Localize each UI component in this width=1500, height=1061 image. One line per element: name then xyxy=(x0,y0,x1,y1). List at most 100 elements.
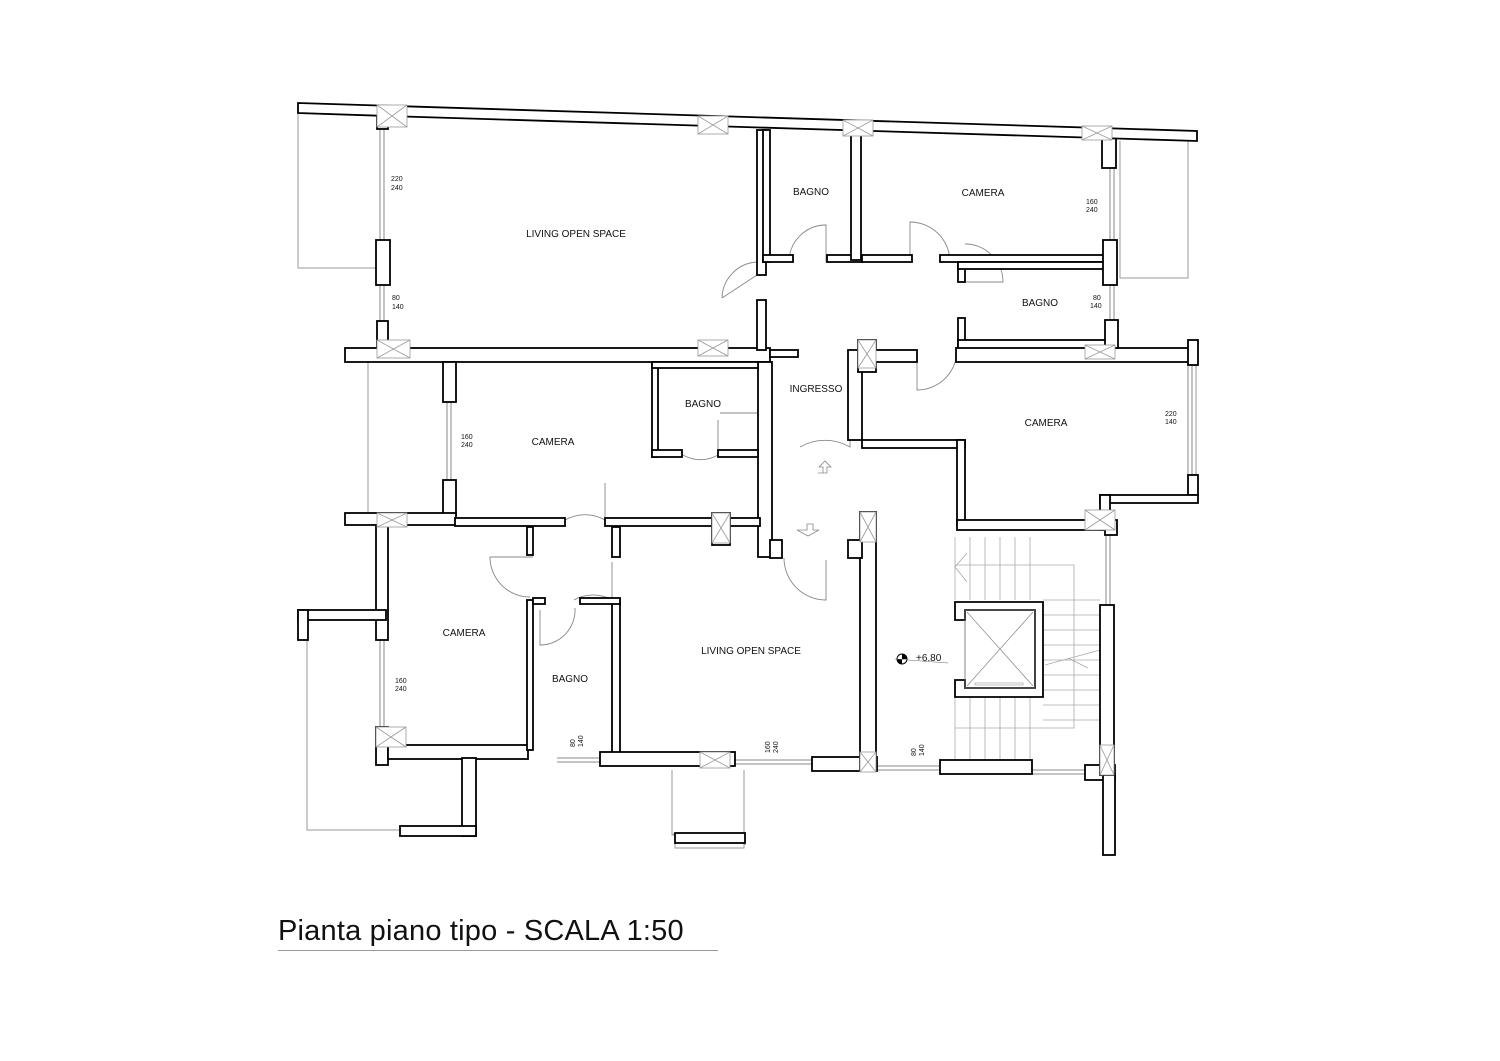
wall-segment xyxy=(651,361,659,458)
wall-segment xyxy=(955,347,1197,363)
wall-segment xyxy=(297,609,387,621)
dim-w8-a: 80 xyxy=(570,739,577,747)
wall-segment xyxy=(454,517,566,527)
entrance-arrow-up-icon xyxy=(818,460,832,474)
dim-w7-b: 240 xyxy=(395,686,407,693)
stair-handrail xyxy=(955,564,1075,729)
stair-cut-line xyxy=(1044,649,1101,669)
balconies xyxy=(297,113,1197,849)
door-swing xyxy=(799,397,851,448)
wall-segment xyxy=(651,449,683,458)
wall-segment xyxy=(762,254,794,263)
shaft-cross xyxy=(375,726,407,748)
shaft-cross xyxy=(859,751,877,773)
wall-segment xyxy=(939,254,1111,263)
level-marker-label: +6.80 xyxy=(916,653,942,664)
wall-segment xyxy=(611,526,621,558)
wall-segment xyxy=(1102,774,1116,856)
wall-segment xyxy=(297,102,1198,142)
shaft-cross xyxy=(859,511,877,543)
room-label-camera-mid-left: CAMERA xyxy=(532,437,575,448)
dim-w8-b: 140 xyxy=(578,735,585,747)
dim-w10-b: 140 xyxy=(919,744,926,756)
dim-w5-a: 160 xyxy=(461,434,473,441)
shaft-cross xyxy=(376,104,408,128)
wall-segment xyxy=(861,254,913,263)
wall-segment xyxy=(957,261,1109,270)
shaft-cross xyxy=(699,751,731,769)
wall-segment xyxy=(956,519,1108,531)
shaft-cross xyxy=(857,339,877,369)
window-dimensions: 220 240 80 140 160 240 80 140 160 240 22… xyxy=(391,176,1177,756)
wall-segment xyxy=(1099,494,1199,504)
door-swing xyxy=(783,557,827,601)
room-label-bagno-mid: BAGNO xyxy=(685,399,721,410)
wall-segment xyxy=(762,129,771,263)
door-swing xyxy=(573,562,613,601)
wall-segment xyxy=(847,539,863,559)
wall-segment xyxy=(611,599,621,761)
dim-w4-a: 80 xyxy=(1093,295,1101,302)
shaft-cross xyxy=(697,115,729,135)
dim-w10-a: 80 xyxy=(911,748,918,756)
wall-segment xyxy=(442,361,457,403)
room-label-ingresso: INGRESSO xyxy=(790,384,843,395)
dim-w6-a: 220 xyxy=(1165,411,1177,418)
shaft-cross xyxy=(1084,344,1116,360)
room-label-camera-top-right: CAMERA xyxy=(962,188,1005,199)
dim-w9-a: 160 xyxy=(765,741,772,753)
wall-segment xyxy=(375,524,389,641)
dim-w4-b: 140 xyxy=(1090,303,1102,310)
wall-segment xyxy=(850,129,862,261)
wall-segment xyxy=(579,597,621,605)
title-underline xyxy=(278,950,718,951)
shaft-cross xyxy=(711,512,731,544)
shaft-cross xyxy=(842,119,874,137)
dim-w2-b: 140 xyxy=(392,304,404,311)
shaft-cross xyxy=(1099,744,1115,776)
shaft-cross xyxy=(376,512,408,528)
room-label-bagno-bottom: BAGNO xyxy=(552,674,588,685)
wall-segment xyxy=(604,517,761,527)
dim-w2-a: 80 xyxy=(392,295,400,302)
shaft-cross xyxy=(376,339,411,359)
wall-segment xyxy=(297,609,309,641)
balcony-parapet xyxy=(674,832,746,844)
walls xyxy=(297,102,1199,856)
door-swing xyxy=(788,224,827,263)
wall-segment xyxy=(717,449,759,458)
dim-w1-b: 240 xyxy=(391,185,403,192)
dim-w3-a: 160 xyxy=(1086,199,1098,206)
wall-segment xyxy=(861,439,966,449)
shaft-cross xyxy=(1081,125,1113,141)
wall-segment xyxy=(1104,319,1119,349)
wall-segment xyxy=(756,299,767,351)
balcony-outline xyxy=(306,640,400,831)
doors xyxy=(489,221,1004,646)
dim-w3-b: 240 xyxy=(1086,207,1098,214)
room-labels: LIVING OPEN SPACE BAGNO CAMERA BAGNO CAM… xyxy=(443,187,1068,685)
wall-segment xyxy=(956,439,966,526)
level-marker: +6.80 xyxy=(894,653,949,665)
wall-segment xyxy=(1102,239,1118,286)
balcony-outline xyxy=(1119,141,1189,279)
wall-segment xyxy=(939,759,1033,775)
door-swing xyxy=(564,483,606,521)
door-swing xyxy=(539,607,576,646)
shaft-cross xyxy=(697,339,729,357)
wall-segment xyxy=(461,757,477,837)
room-label-living-top: LIVING OPEN SPACE xyxy=(526,229,626,240)
door-swing xyxy=(721,261,758,299)
dim-w1-a: 220 xyxy=(391,176,403,183)
door-swing xyxy=(489,556,533,598)
room-label-living-bottom: LIVING OPEN SPACE xyxy=(701,646,801,657)
room-label-camera-bottom-left: CAMERA xyxy=(443,628,486,639)
balcony-outline xyxy=(297,113,377,269)
wall-segment xyxy=(399,825,477,837)
staircase xyxy=(954,537,1101,760)
dim-w5-b: 240 xyxy=(461,442,473,449)
wall-segment xyxy=(526,599,534,751)
wall-segment xyxy=(532,597,546,605)
wall-segment xyxy=(1187,339,1199,366)
